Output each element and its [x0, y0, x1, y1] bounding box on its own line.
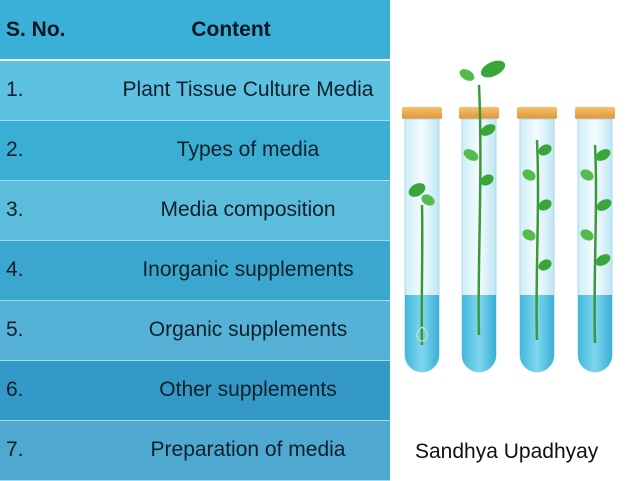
contents-table: S. No. Content 1. Plant Tissue Culture M… [0, 0, 390, 481]
row-number: 7. [0, 420, 66, 481]
test-tube [575, 107, 615, 373]
table-row: 4. Inorganic supplements [0, 240, 390, 301]
test-tube [459, 60, 506, 373]
row-number: 3. [0, 180, 66, 241]
author-name: Sandhya Upadhyay [415, 440, 599, 463]
row-content: Other supplements [66, 360, 390, 421]
row-content: Plant Tissue Culture Media [66, 60, 390, 121]
row-content: Inorganic supplements [66, 240, 390, 301]
row-content: Organic supplements [66, 300, 390, 361]
row-content: Media composition [66, 180, 390, 241]
table-row: 7. Preparation of media [0, 420, 390, 481]
table-row: 6. Other supplements [0, 360, 390, 421]
row-number: 6. [0, 360, 66, 421]
row-number: 4. [0, 240, 66, 301]
row-number: 2. [0, 120, 66, 181]
table-header-row: S. No. Content [0, 0, 390, 61]
row-number: 5. [0, 300, 66, 361]
row-content: Preparation of media [66, 420, 390, 481]
table-row: 2. Types of media [0, 120, 390, 181]
table-row: 3. Media composition [0, 180, 390, 241]
row-content: Types of media [66, 120, 390, 181]
table-row: 5. Organic supplements [0, 300, 390, 361]
header-content: Content [66, 0, 390, 61]
table-row: 1. Plant Tissue Culture Media [0, 60, 390, 121]
test-tube [517, 107, 557, 373]
header-serial-number: S. No. [0, 0, 66, 61]
row-number: 1. [0, 60, 66, 121]
test-tube [402, 107, 442, 373]
plant-test-tubes-icon [402, 60, 615, 373]
